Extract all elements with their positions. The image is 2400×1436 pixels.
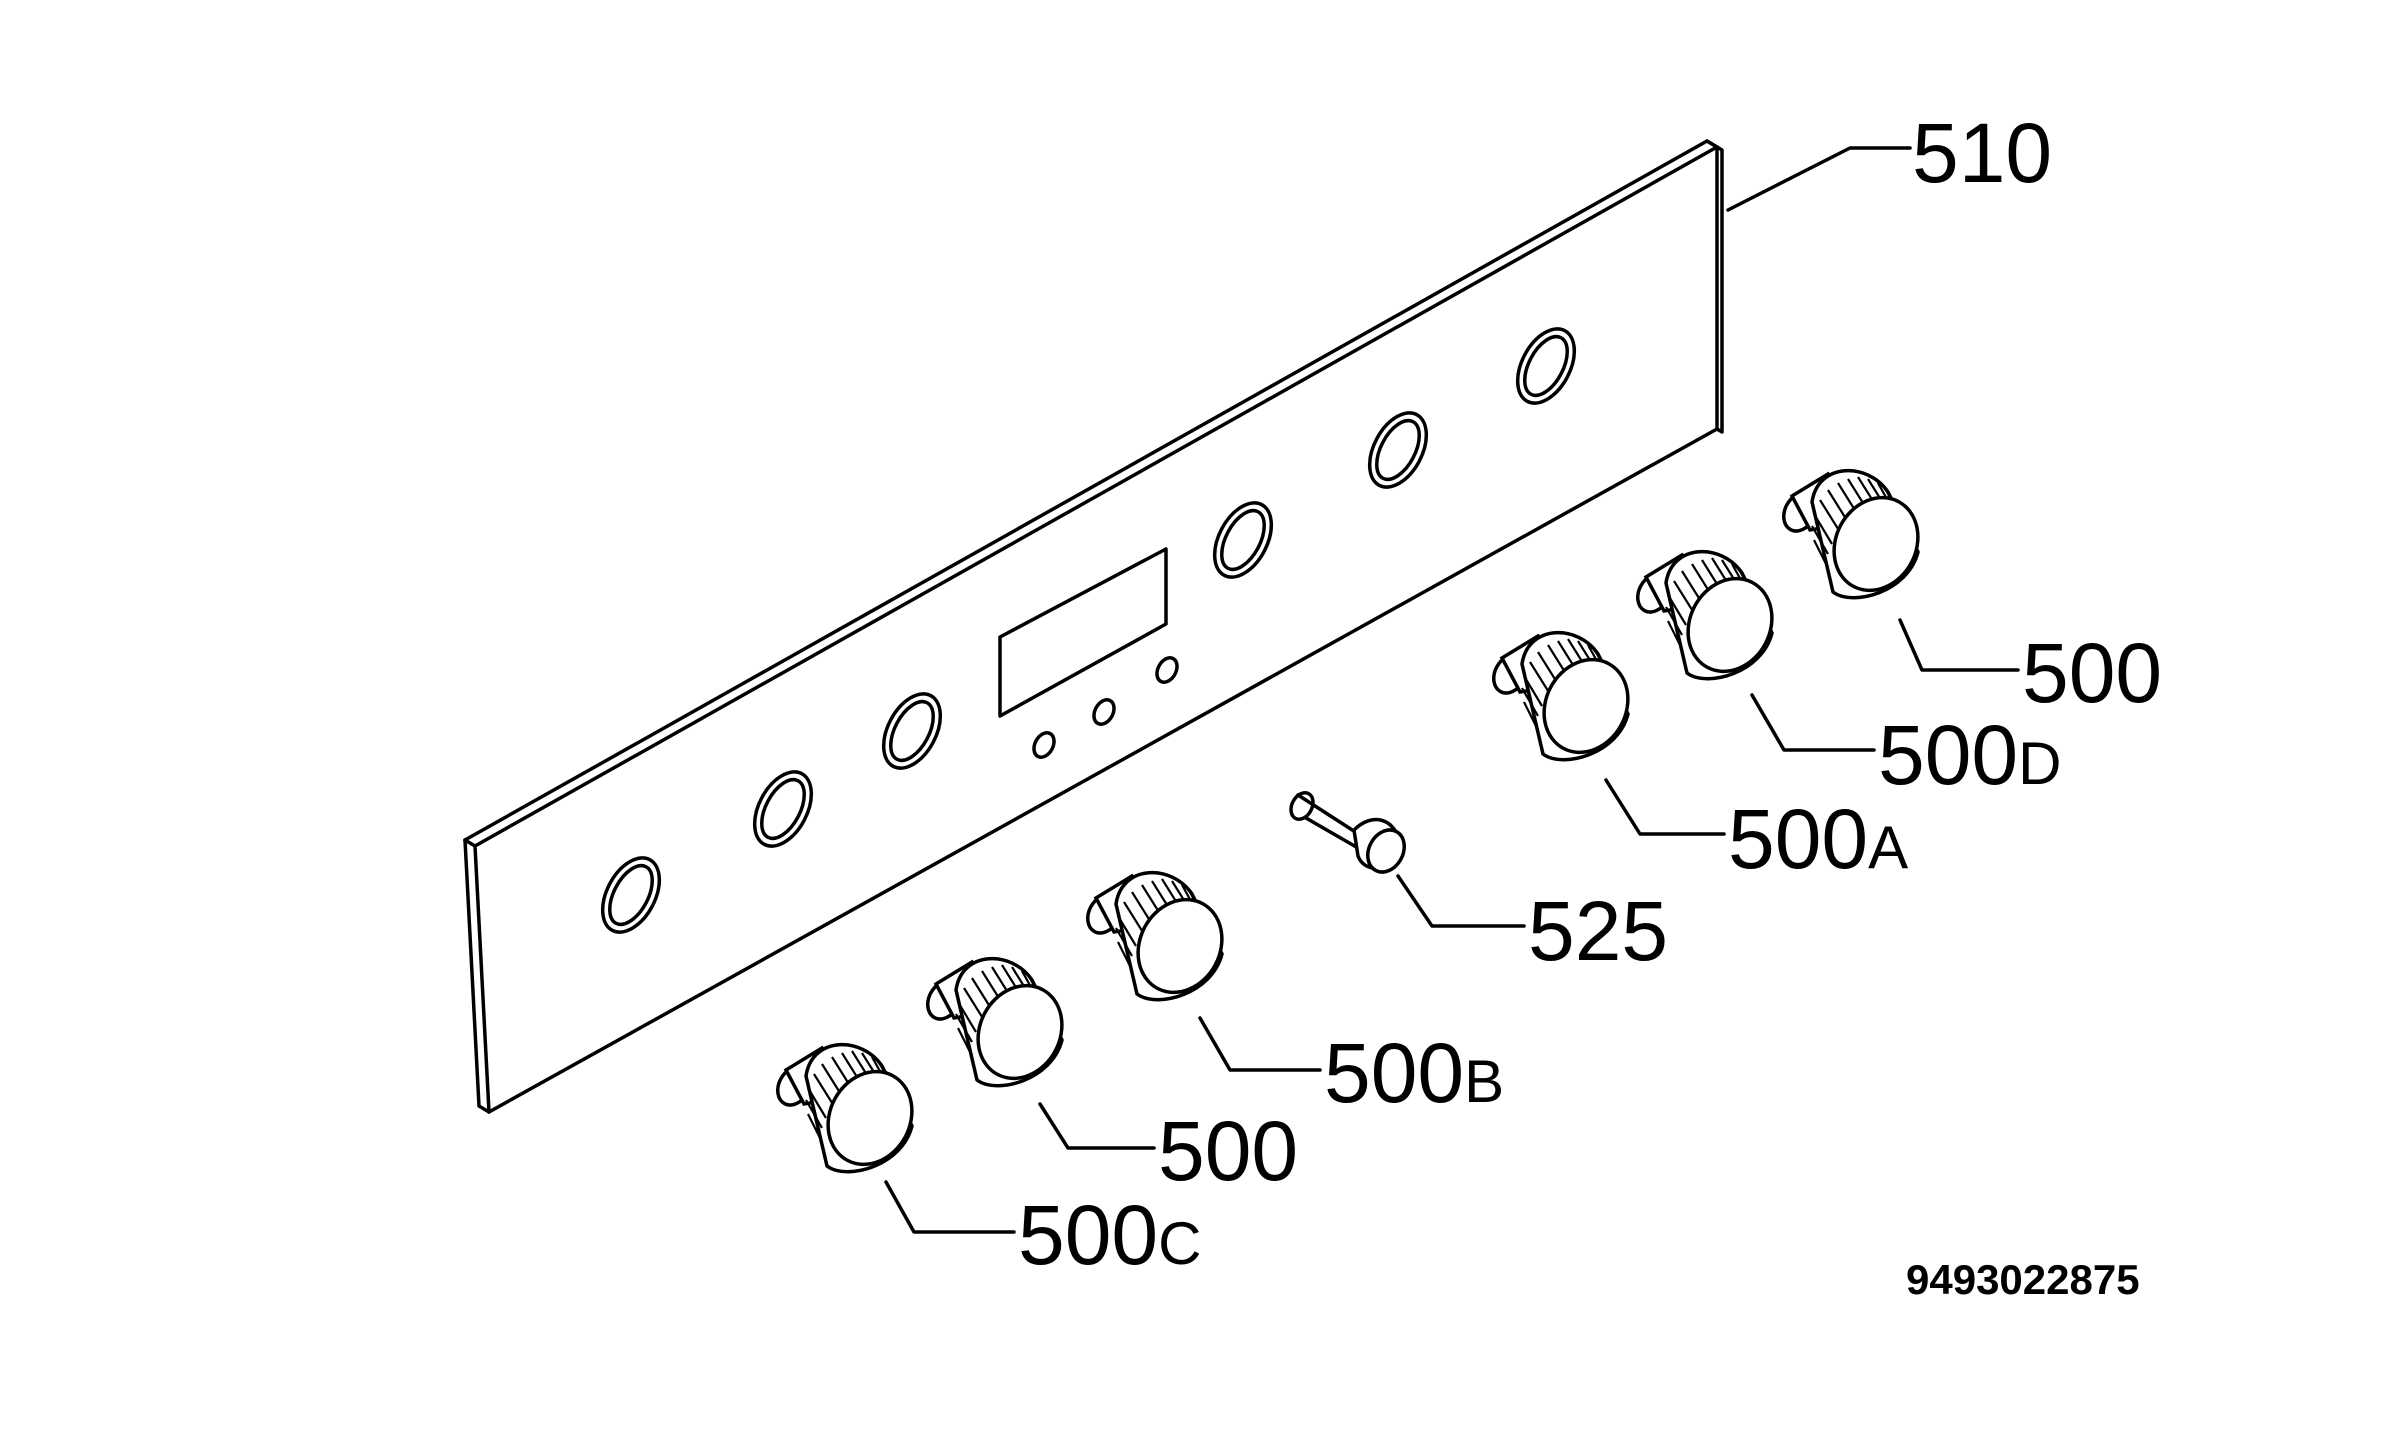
button-hole [1155,656,1179,684]
leader-line [1750,693,1876,752]
knob-500B [1079,870,1240,1009]
label-suffix: D [2018,730,2061,797]
knob-500-top-right [1775,468,1936,607]
knob-hole [1212,501,1274,579]
button-hole [1032,731,1056,759]
leader-line [1198,1016,1322,1072]
button-hole [1092,698,1116,726]
label-suffix: C [1158,1210,1201,1277]
knob-500C [769,1042,930,1181]
label-500B: 500B [1324,1026,1504,1120]
knob-500D [1629,549,1790,688]
knob-500A [1485,630,1646,769]
push-pin-525 [1289,791,1406,874]
label-suffix: A [1868,814,1908,881]
label-500D: 500D [1878,708,2062,802]
knob-hole [1515,327,1577,405]
display-window [998,547,1168,718]
leader-line [1396,874,1526,928]
leader-line [1726,146,1912,212]
knob-hole [881,692,943,770]
label-500C: 500C [1018,1188,1202,1282]
label-525: 525 [1528,884,1668,978]
leader-line [884,1180,1016,1234]
knob-500-middle [919,956,1080,1095]
control-panel [463,139,1724,1114]
knob-hole [1367,411,1429,489]
label-500-middle: 500 [1158,1104,1298,1198]
knob-hole [600,856,662,934]
label-500A: 500A [1728,792,1908,886]
leader-line [1038,1102,1156,1150]
label-510: 510 [1912,106,2052,200]
label-500-top-right: 500 [2022,626,2162,720]
label-number: 500 [1878,708,2018,802]
document-number: 9493022875 [1906,1256,2140,1303]
label-number: 500 [1728,792,1868,886]
label-number: 500 [1324,1026,1464,1120]
label-suffix: B [1464,1048,1504,1115]
leader-line [1898,618,2020,672]
knob-hole [752,770,814,848]
leader-line [1604,778,1726,836]
label-number: 500 [1018,1188,1158,1282]
